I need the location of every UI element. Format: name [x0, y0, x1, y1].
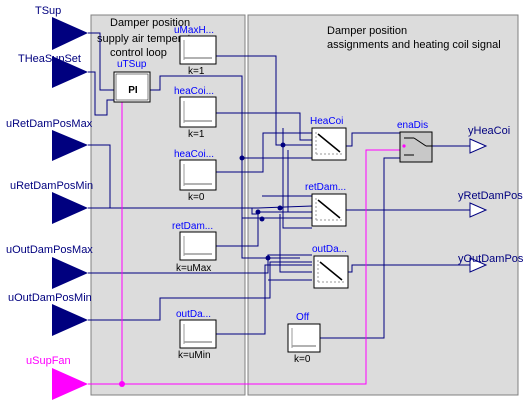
- block-utsup-name: uTSup: [117, 59, 147, 70]
- block-heacoi2-param: k=0: [188, 192, 205, 203]
- input-uretdamposmin[interactable]: uRetDamPosMin: [10, 180, 93, 224]
- input-theasupset[interactable]: THeaSupSet: [18, 53, 88, 88]
- block-utsup-symbol: PI: [128, 85, 138, 96]
- block-retdamconst-name: retDam...: [172, 221, 213, 232]
- right-panel-title-1: Damper position: [327, 25, 407, 37]
- output-youtdampos-label: yOutDamPos: [458, 253, 524, 265]
- block-outdamconst[interactable]: outDa... k=uMin: [176, 309, 217, 361]
- block-retdamconst-param: k=uMax: [176, 263, 211, 274]
- input-usupfan-label: uSupFan: [26, 355, 71, 367]
- block-heacoi2[interactable]: heaCoi... k=0: [174, 149, 217, 203]
- block-heacoi2-name: heaCoi...: [174, 149, 214, 160]
- block-heacoi-line-name: HeaCoi: [310, 116, 343, 127]
- block-heacoi1-name: heaCoi...: [174, 86, 214, 97]
- block-umaxhea-param: k=1: [188, 66, 205, 77]
- block-retdamconst[interactable]: retDam... k=uMax: [172, 221, 217, 274]
- left-panel-title-1: Damper position: [110, 17, 190, 29]
- block-umaxhea-name: uMaxH...: [174, 25, 214, 36]
- input-uoutdamposmin[interactable]: uOutDamPosMin: [8, 292, 92, 336]
- input-uretdamposmax-label: uRetDamPosMax: [6, 118, 93, 130]
- left-panel-title-2: supply air temperature: [97, 33, 206, 45]
- input-uoutdamposmin-label: uOutDamPosMin: [8, 292, 92, 304]
- signal-wires: [88, 32, 470, 339]
- block-outdam-line[interactable]: outDa...: [312, 244, 349, 289]
- input-tsup[interactable]: TSup: [35, 5, 88, 50]
- output-yheacoi[interactable]: yHeaCoi: [468, 125, 510, 154]
- input-uoutdamposmax[interactable]: uOutDamPosMax: [6, 244, 93, 289]
- input-usupfan[interactable]: uSupFan: [26, 355, 88, 400]
- block-retdam-line-name: retDam...: [305, 182, 346, 193]
- block-umaxhea[interactable]: uMaxH... k=1: [174, 25, 217, 77]
- input-theasupset-label: THeaSupSet: [18, 53, 81, 65]
- block-off-name: Off: [296, 312, 309, 323]
- block-retdam-line[interactable]: retDam...: [305, 182, 347, 227]
- input-uoutdamposmax-label: uOutDamPosMax: [6, 244, 93, 256]
- input-tsup-label: TSup: [35, 5, 61, 17]
- output-yretdampos[interactable]: yRetDamPos: [458, 190, 523, 218]
- block-heacoi1-param: k=1: [188, 129, 205, 140]
- block-outdam-line-name: outDa...: [312, 244, 347, 255]
- block-heacoi-line[interactable]: HeaCoi: [310, 116, 347, 161]
- output-youtdampos[interactable]: yOutDamPos: [458, 253, 524, 273]
- block-enadis-name: enaDis: [397, 120, 428, 131]
- block-heacoi1[interactable]: heaCoi... k=1: [174, 86, 217, 140]
- bool-wires: [88, 102, 400, 385]
- right-panel-title-2: assignments and heating coil signal: [327, 39, 501, 51]
- input-uretdamposmin-label: uRetDamPosMin: [10, 180, 93, 192]
- block-off[interactable]: Off k=0: [287, 312, 321, 365]
- wire-junctions: [239, 142, 286, 261]
- left-panel-title-3: control loop: [110, 47, 167, 59]
- block-off-param: k=0: [294, 354, 311, 365]
- block-enadis[interactable]: enaDis: [397, 120, 433, 163]
- output-yretdampos-label: yRetDamPos: [458, 190, 523, 202]
- input-uretdamposmax[interactable]: uRetDamPosMax: [6, 118, 93, 161]
- bool-junction: [119, 381, 125, 387]
- block-outdamconst-param: k=uMin: [178, 350, 211, 361]
- output-yheacoi-label: yHeaCoi: [468, 125, 510, 137]
- block-outdamconst-name: outDa...: [176, 309, 211, 320]
- block-utsup[interactable]: PI uTSup: [113, 59, 151, 103]
